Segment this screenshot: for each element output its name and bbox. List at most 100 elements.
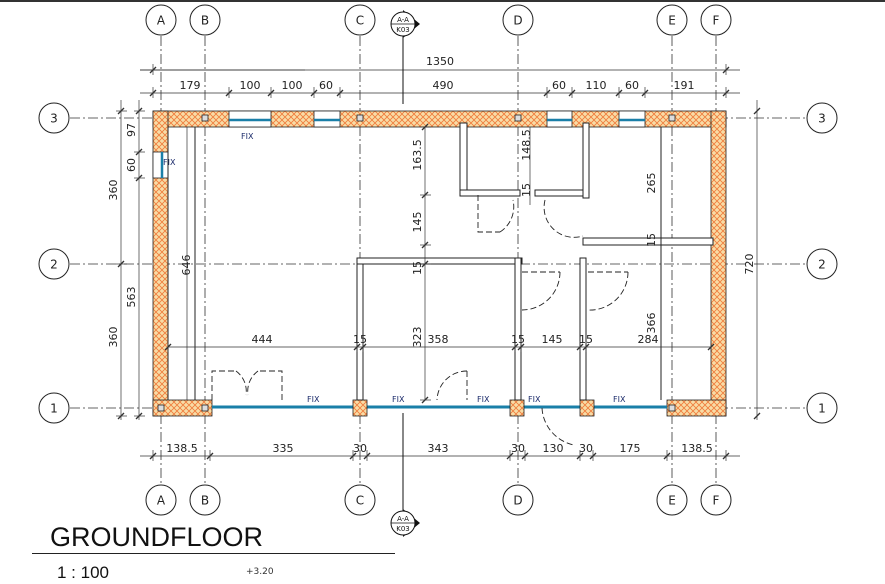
mullion-post <box>352 399 368 417</box>
grid-bubble-1 <box>38 392 70 424</box>
grid-bubble-F <box>700 484 732 516</box>
exterior-wall <box>710 110 727 417</box>
grid-bubble-3 <box>806 102 838 134</box>
dimension-label: 15 <box>511 333 525 346</box>
grid-bubble-1 <box>806 392 838 424</box>
dimension-label: 138.5 <box>681 442 713 455</box>
dimension-label: 335 <box>273 442 294 455</box>
drawing-title: GROUNDFLOOR <box>50 522 264 552</box>
dimension-label: 100 <box>240 79 261 92</box>
dimension-label: 15 <box>411 261 424 275</box>
dimension-label: 148.5 <box>520 129 533 161</box>
door-swing <box>258 370 283 400</box>
dimension-label: 145 <box>411 212 424 233</box>
grid-label: C <box>356 494 364 508</box>
grid-label: F <box>713 14 720 28</box>
door-swing <box>499 199 515 233</box>
dimension-label: 60 <box>319 79 333 92</box>
grid-bubble-A <box>145 4 177 36</box>
doors <box>211 195 629 446</box>
grid-label: C <box>356 14 364 28</box>
grid-bubble-D <box>502 484 534 516</box>
dimension-label: 60 <box>552 79 566 92</box>
dimension-label: 563 <box>125 287 138 308</box>
door-swing <box>587 271 629 311</box>
dimension-label: 15 <box>579 333 593 346</box>
section-name: A-A <box>397 515 409 523</box>
window-label-fix: FIX <box>392 395 405 404</box>
grid-label: 1 <box>50 402 58 416</box>
grid-bubble-F <box>700 4 732 36</box>
mullion-post <box>509 399 525 417</box>
column-post <box>356 114 364 122</box>
dimension-label: 110 <box>586 79 607 92</box>
grid-bubble-2 <box>38 248 70 280</box>
grid-bubble-C <box>344 4 376 36</box>
window-label-fix: FIX <box>477 395 490 404</box>
dimension-label: 265 <box>645 173 658 194</box>
column-post <box>668 404 676 412</box>
dimension-label: 343 <box>428 442 449 455</box>
dimension-label: 191 <box>674 79 695 92</box>
dimension-label: 60 <box>125 158 138 172</box>
column-post <box>514 114 522 122</box>
interior-walls <box>167 122 714 401</box>
interior-wall <box>459 189 521 197</box>
interior-wall <box>579 257 587 401</box>
dimension-label: 646 <box>180 255 193 276</box>
dimension-label: 323 <box>411 327 424 348</box>
grid-bubble-E <box>656 484 688 516</box>
dimension-label: 100 <box>282 79 303 92</box>
grid-label: 2 <box>818 258 826 272</box>
dimension-label: 130 <box>543 442 564 455</box>
door-swing <box>211 370 236 400</box>
title-underline <box>32 553 395 554</box>
grid-label: D <box>513 14 522 28</box>
dimension-label: 360 <box>107 180 120 201</box>
grid-bubble-D <box>502 4 534 36</box>
column-post <box>668 114 676 122</box>
dimension-label: 15 <box>645 233 658 247</box>
dimension-label: 720 <box>743 254 756 275</box>
dimension-label: 60 <box>625 79 639 92</box>
window-top-border <box>0 0 885 2</box>
dimension-tick <box>753 412 761 420</box>
dimension-label: 97 <box>125 123 138 137</box>
dimension-label: 490 <box>433 79 454 92</box>
interior-wall <box>356 257 523 265</box>
dimension-label: 145 <box>542 333 563 346</box>
dimension-label: 163.5 <box>411 139 424 171</box>
dimension-label: 15 <box>353 333 367 346</box>
grid-label: 3 <box>50 112 58 126</box>
grid-label: 3 <box>818 112 826 126</box>
dimension-label: 366 <box>645 313 658 334</box>
drawing-scale: 1 : 100 <box>57 563 109 582</box>
door-swing <box>436 370 468 401</box>
grid-label: A <box>157 494 166 508</box>
grid-bubble-A <box>145 484 177 516</box>
mullion-post <box>579 399 595 417</box>
interior-wall <box>514 257 522 401</box>
section-sheet: K03 <box>396 525 410 533</box>
grid-label: E <box>668 14 676 28</box>
dimension-tick <box>753 107 761 115</box>
dimension-label: 138.5 <box>166 442 198 455</box>
dimension-label: 175 <box>620 442 641 455</box>
column-post <box>157 404 165 412</box>
grid-label: F <box>713 494 720 508</box>
door-swing <box>247 370 259 396</box>
grid-bubble-2 <box>806 248 838 280</box>
dimension-label: 444 <box>252 333 273 346</box>
exterior-wall <box>666 399 727 417</box>
column-post <box>201 404 209 412</box>
window-label-fix: FIX <box>241 132 254 141</box>
grid-bubble-E <box>656 4 688 36</box>
door-swing <box>477 195 500 233</box>
section-sheet: K03 <box>396 26 410 34</box>
dimension-label: 1350 <box>426 55 454 68</box>
window-label-fix: FIX <box>528 395 541 404</box>
